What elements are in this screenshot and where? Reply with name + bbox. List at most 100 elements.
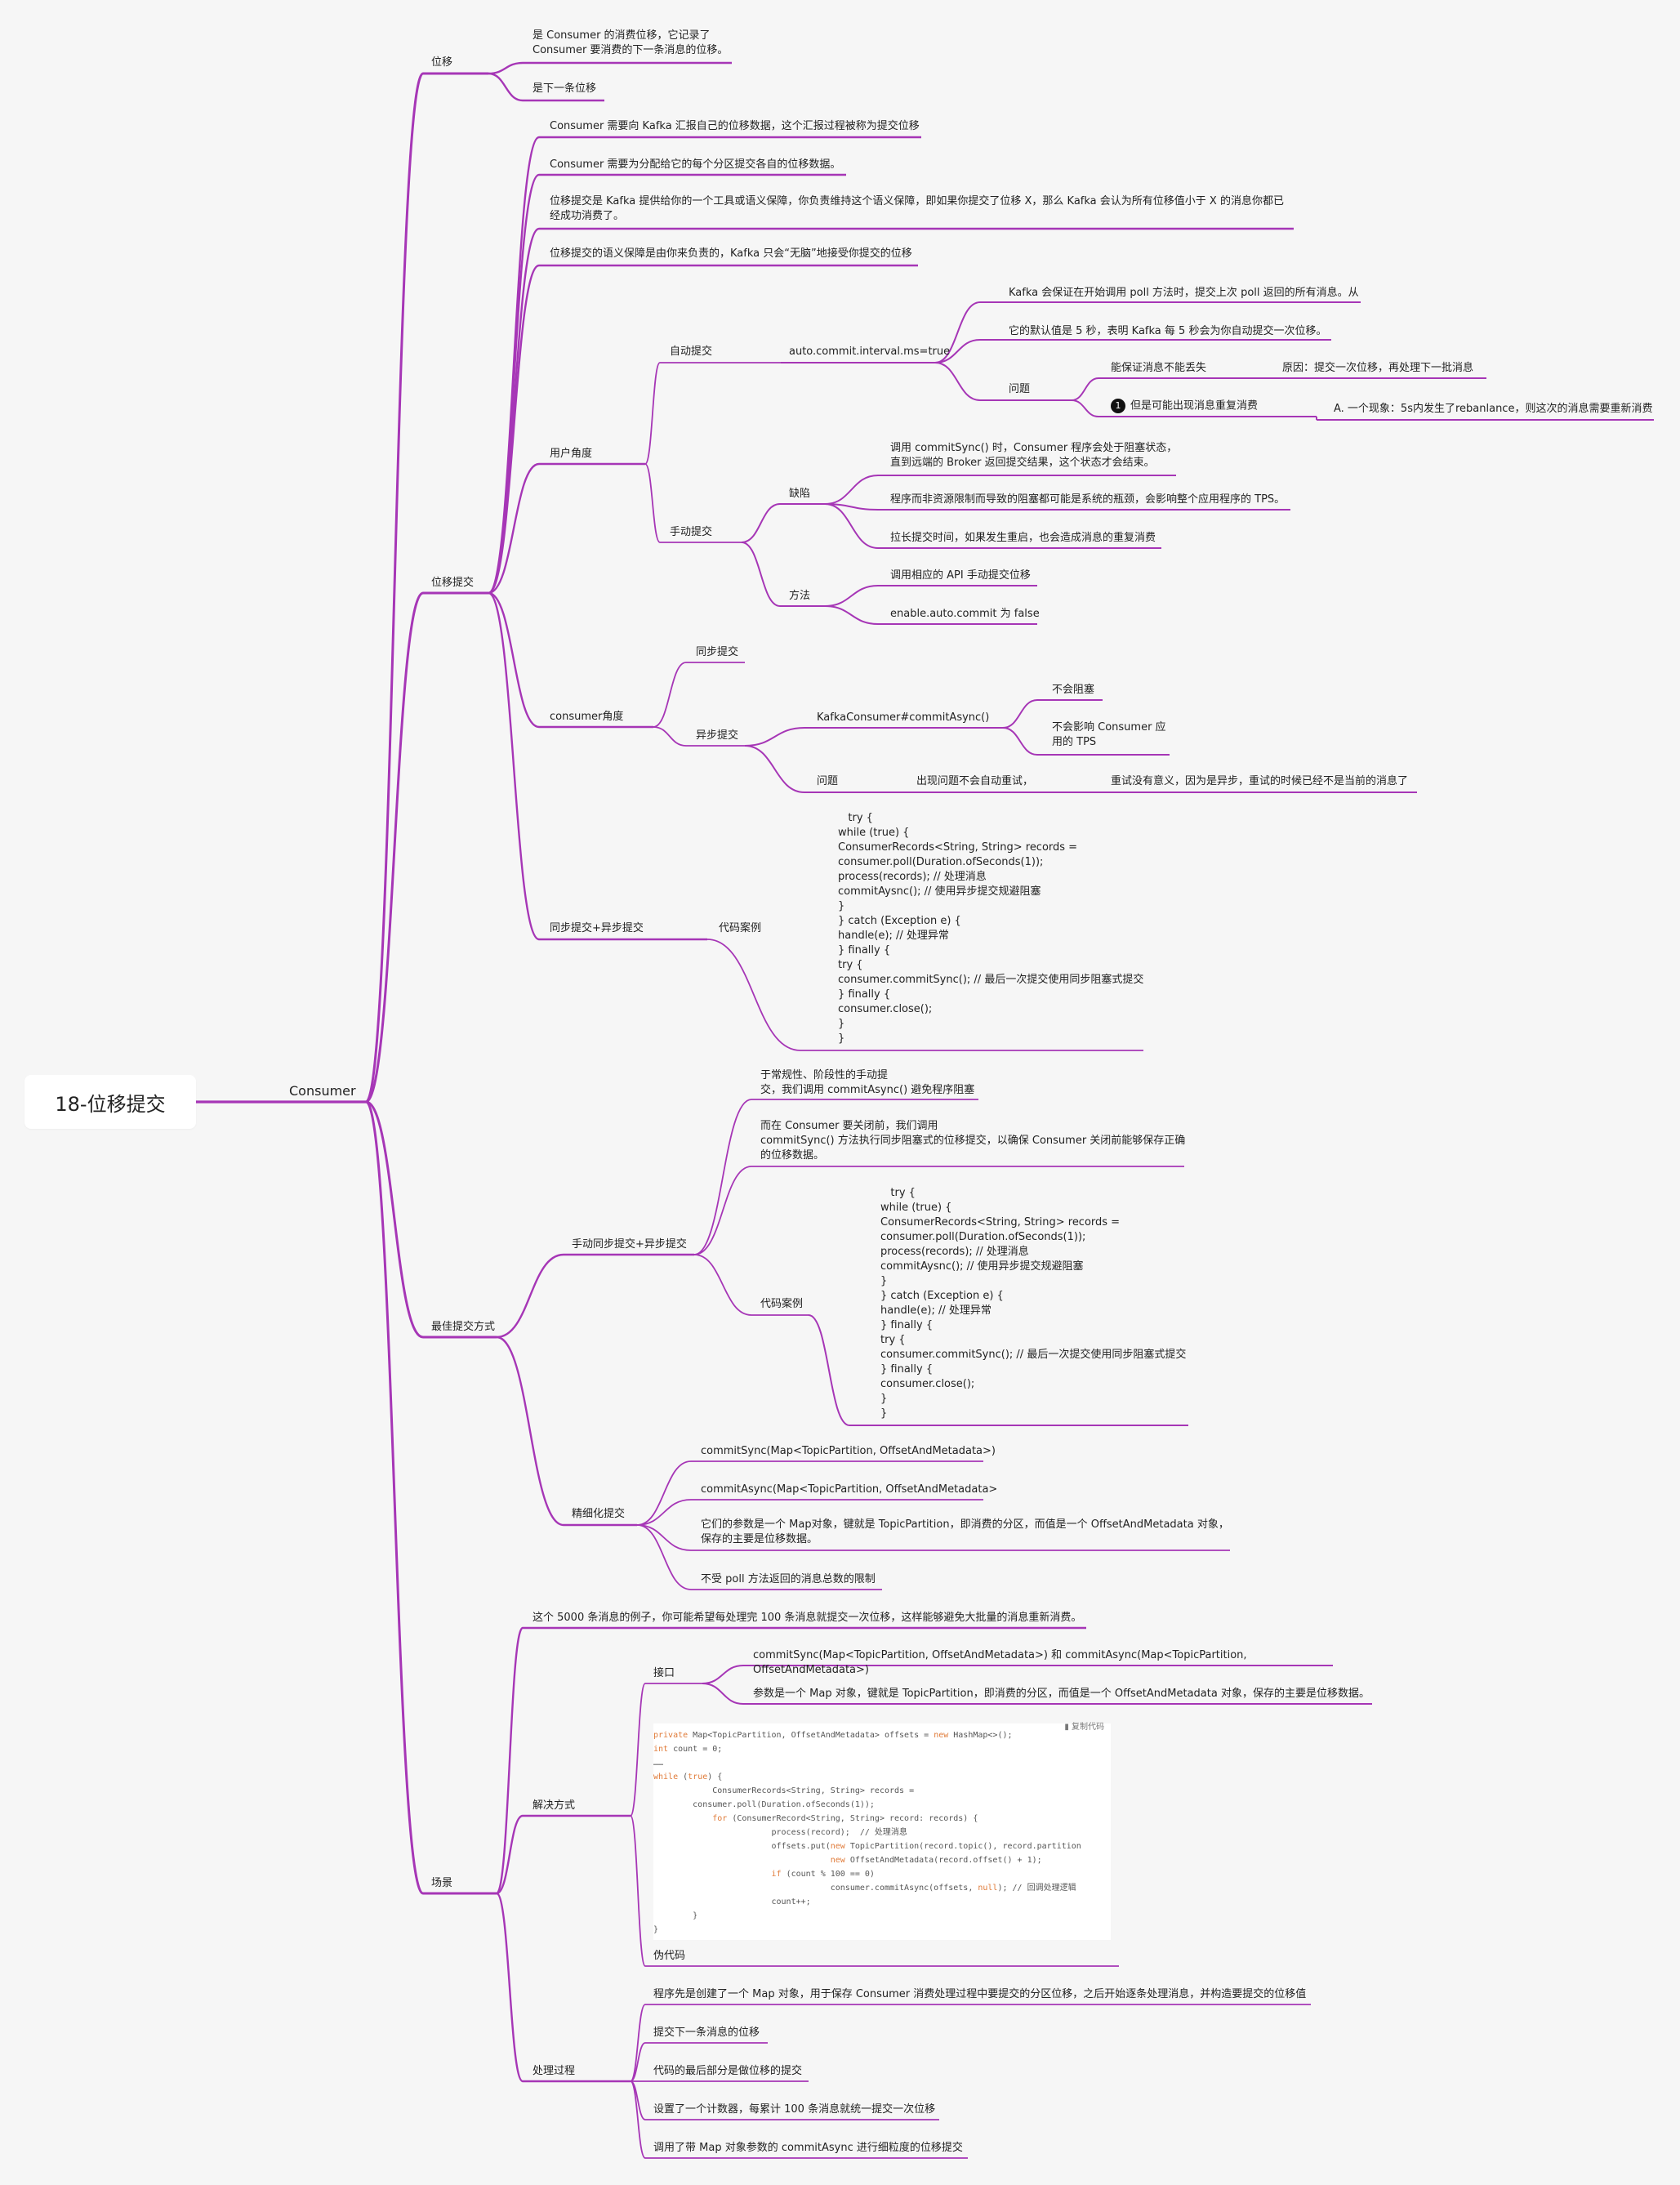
root-label: 18-位移提交 bbox=[55, 1092, 166, 1116]
node-weiyi[interactable]: 位移 bbox=[431, 56, 453, 69]
connector bbox=[488, 591, 540, 941]
connector bbox=[495, 1892, 524, 2083]
node-mix-commit[interactable]: 同步提交+异步提交 bbox=[550, 922, 644, 934]
node-method-m1[interactable]: 调用相应的 API 手动提交位移 bbox=[890, 569, 1031, 582]
node-user-angle[interactable]: 用户角度 bbox=[550, 448, 593, 460]
node-async-a1[interactable]: 不会阻塞 bbox=[1052, 684, 1095, 696]
connector bbox=[934, 301, 981, 363]
node-best-mix[interactable]: 手动同步提交+异步提交 bbox=[572, 1238, 687, 1251]
node-mix-code[interactable]: try { while (true) { ConsumerRecords<Str… bbox=[838, 812, 1144, 1045]
node-interface-2[interactable]: 参数是一个 Map 对象，键就是 TopicPartition，即消费的分区，而… bbox=[753, 1688, 1370, 1700]
node-auto-commit[interactable]: 自动提交 bbox=[670, 346, 713, 358]
node-fine-f1[interactable]: commitSync(Map<TopicPartition, OffsetAnd… bbox=[701, 1445, 996, 1457]
code-line: …… bbox=[653, 1759, 664, 1768]
node-auto-i1[interactable]: 能保证消息不能丢失 bbox=[1111, 362, 1207, 374]
node-tijiao-c1[interactable]: Consumer 需要向 Kafka 汇报自己的位移数据，这个汇报过程被称为提交… bbox=[550, 120, 920, 132]
node-tijiao-c2[interactable]: Consumer 需要为分配给它的每个分区提交各自的位移数据。 bbox=[550, 158, 841, 171]
connector bbox=[744, 745, 805, 793]
code-line: } bbox=[653, 1925, 659, 1934]
node-best[interactable]: 最佳提交方式 bbox=[431, 1321, 496, 1333]
root-node[interactable]: 18-位移提交 bbox=[25, 1075, 196, 1129]
node-process[interactable]: 处理过程 bbox=[533, 2065, 576, 2077]
node-sync-commit[interactable]: 同步提交 bbox=[696, 646, 739, 658]
connector bbox=[824, 585, 879, 607]
code-line: new OffsetAndMetadata(record.offset() + … bbox=[830, 1856, 1042, 1865]
node-async-issue-reason[interactable]: 重试没有意义，因为是异步，重试的时候已经不是当前的消息了 bbox=[1111, 775, 1409, 787]
connector bbox=[1071, 399, 1099, 417]
code-line: } bbox=[653, 1911, 698, 1920]
node-async-commit[interactable]: 异步提交 bbox=[696, 729, 739, 742]
node-manual-commit[interactable]: 手动提交 bbox=[670, 526, 713, 538]
node-fine-f3[interactable]: 它们的参数是一个 Map对象，键就是 TopicPartition，即消费的分区… bbox=[701, 1518, 1229, 1545]
node-tijiao-c4[interactable]: 位移提交的语义保障是由你来负责的，Kafka 只会“无脑”地接受你提交的位移 bbox=[550, 247, 912, 260]
node-weiyi-c2[interactable]: 是下一条位移 bbox=[533, 82, 597, 95]
connector bbox=[488, 264, 540, 595]
connector bbox=[630, 2004, 646, 2082]
node-auto-param[interactable]: auto.commit.interval.ms=true bbox=[789, 346, 951, 358]
copy-code-label[interactable]: ▮ 复制代码 bbox=[1064, 1723, 1104, 1732]
node-method-m2[interactable]: enable.auto.commit 为 false bbox=[890, 608, 1040, 620]
connector bbox=[824, 475, 879, 505]
node-consumer-angle[interactable]: consumer角度 bbox=[550, 711, 624, 723]
node-async-api[interactable]: KafkaConsumer#commitAsync() bbox=[817, 711, 990, 724]
node-manual-defect[interactable]: 缺陷 bbox=[789, 488, 811, 500]
node-auto-issue[interactable]: 问题 bbox=[1009, 383, 1031, 395]
node-best-t2[interactable]: 而在 Consumer 要关闭前，我们调用 commitSync() 方法执行同… bbox=[760, 1120, 1186, 1162]
node-defect-d1[interactable]: 调用 commitSync() 时，Consumer 程序会处于阻塞状态， 直到… bbox=[890, 442, 1178, 469]
connector bbox=[934, 339, 981, 363]
node-tijiao[interactable]: 位移提交 bbox=[431, 577, 475, 589]
node-manual-method[interactable]: 方法 bbox=[789, 590, 811, 602]
node-process-p5[interactable]: 调用了带 Map 对象参数的 commitAsync 进行细粒度的位移提交 bbox=[653, 2142, 963, 2154]
node-tijiao-c3[interactable]: 位移提交是 Kafka 提供给你的一个工具或语义保障，你负责维持这个语义保障，即… bbox=[550, 195, 1284, 222]
connector bbox=[496, 1336, 564, 1527]
code-line: while (true) { bbox=[653, 1773, 723, 1781]
connector bbox=[1071, 377, 1099, 401]
node-async-issue[interactable]: 问题 bbox=[817, 775, 839, 787]
connector bbox=[630, 2042, 646, 2082]
node-auto-i2r[interactable]: A. 一个现象：5s内发生了rebanlance，则这次的消息需要重新消费 bbox=[1334, 403, 1653, 415]
connector bbox=[630, 2080, 646, 2159]
node-scene[interactable]: 场景 bbox=[431, 1877, 453, 1889]
connector bbox=[496, 1253, 564, 1339]
node-mix-case[interactable]: 代码案例 bbox=[719, 922, 762, 934]
code-line: consumer.commitAsync(offsets, null); // … bbox=[653, 1884, 1076, 1893]
node-process-p3[interactable]: 代码的最后部分是做位移的提交 bbox=[653, 2065, 803, 2077]
node-consumer[interactable]: Consumer bbox=[289, 1083, 356, 1099]
node-pseudocode[interactable]: 伪代码 bbox=[653, 1950, 686, 1962]
node-async-issue-text[interactable]: 出现问题不会自动重试， bbox=[916, 775, 1034, 787]
marker-1-icon: 1 bbox=[1111, 399, 1125, 413]
node-async-a2[interactable]: 不会影响 Consumer 应 用的 TPS bbox=[1052, 721, 1166, 748]
node-fine-f2[interactable]: commitAsync(Map<TopicPartition, OffsetAn… bbox=[701, 1483, 998, 1496]
connector bbox=[630, 1683, 646, 1817]
code-line: int count = 0; bbox=[653, 1745, 723, 1754]
connector bbox=[630, 1815, 646, 1967]
node-auto-i1r[interactable]: 原因：提交一次位移，再处理下一批消息 bbox=[1282, 362, 1474, 374]
node-defect-d2[interactable]: 程序而非资源限制而导致的阻塞都可能是系统的瓶颈，会影响整个应用程序的 TPS。 bbox=[890, 493, 1286, 506]
node-defect-d3[interactable]: 拉长提交时间，如果发生重启，也会造成消息的重复消费 bbox=[890, 532, 1156, 544]
node-best-code[interactable]: try { while (true) { ConsumerRecords<Str… bbox=[880, 1187, 1187, 1420]
node-auto-p2[interactable]: 它的默认值是 5 秒，表明 Kafka 每 5 秒会为你自动提交一次位移。 bbox=[1009, 325, 1327, 337]
node-interface[interactable]: 接口 bbox=[653, 1667, 675, 1679]
node-process-p4[interactable]: 设置了一个计数器，每累计 100 条消息就统一提交一次位移 bbox=[653, 2103, 936, 2116]
connector bbox=[693, 1099, 752, 1255]
node-fine-f4[interactable]: 不受 poll 方法返回的消息总数的限制 bbox=[701, 1573, 876, 1585]
node-solution[interactable]: 解决方式 bbox=[533, 1799, 576, 1812]
node-fine[interactable]: 精细化提交 bbox=[572, 1508, 626, 1520]
connector bbox=[653, 726, 687, 747]
connector bbox=[702, 1683, 744, 1705]
node-process-p1[interactable]: 程序先是创建了一个 Map 对象，用于保存 Consumer 消费处理过程中要提… bbox=[653, 1988, 1307, 2000]
node-process-p2[interactable]: 提交下一条消息的位移 bbox=[653, 2027, 760, 2039]
node-best-t1[interactable]: 于常规性、阶段性的手动提 交，我们调用 commitAsync() 避免程序阻塞 bbox=[760, 1069, 975, 1096]
node-scene-desc[interactable]: 这个 5000 条消息的例子，你可能希望每处理完 100 条消息就提交一次位移，… bbox=[533, 1612, 1082, 1624]
connector bbox=[636, 1524, 692, 1551]
code-screenshot: ▮ 复制代码 private Map<TopicPartition, Offse… bbox=[653, 1723, 1111, 1940]
node-best-case[interactable]: 代码案例 bbox=[760, 1298, 804, 1310]
node-interface-1[interactable]: commitSync(Map<TopicPartition, OffsetAnd… bbox=[753, 1649, 1247, 1676]
code-line: process(record); // 处理消息 bbox=[653, 1828, 907, 1837]
node-auto-p1[interactable]: Kafka 会保证在开始调用 poll 方法时，提交上次 poll 返回的所有消… bbox=[1009, 287, 1359, 299]
node-weiyi-c1[interactable]: 是 Consumer 的消费位移，它记录了 Consumer 要消费的下一条消息… bbox=[533, 29, 729, 56]
connector bbox=[636, 1460, 692, 1526]
connector bbox=[741, 503, 781, 543]
